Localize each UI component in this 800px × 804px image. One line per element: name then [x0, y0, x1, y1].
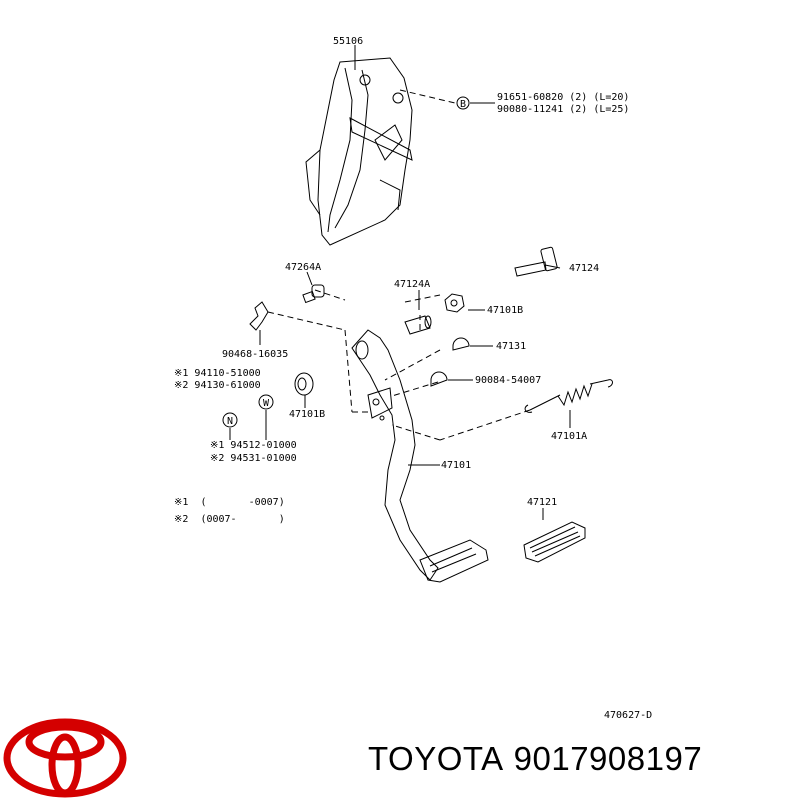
- bolt-47264a-drawing: [302, 284, 325, 304]
- leader-lines: [229, 45, 571, 520]
- label-47131: 47131: [496, 341, 526, 352]
- label-94512-01000: ※1 94512-01000: [210, 440, 297, 451]
- label-55106: 55106: [333, 36, 363, 47]
- toyota-logo: [3, 718, 127, 798]
- note-2-range: ※2 (0007- ): [174, 514, 285, 525]
- label-47124a: 47124A: [394, 279, 430, 290]
- circle-mark-w: W: [263, 398, 270, 409]
- pin-47124a-drawing: [404, 315, 432, 335]
- pedal-pad-47121-drawing: [523, 521, 586, 563]
- label-94130-61000: ※2 94130-61000: [174, 380, 261, 391]
- part-number: 9017908197: [513, 740, 703, 777]
- label-47121: 47121: [527, 497, 557, 508]
- label-47124: 47124: [569, 263, 599, 274]
- note-1-range: ※1 ( -0007): [174, 497, 285, 508]
- return-spring-47101a-drawing: [524, 379, 613, 413]
- bushing-47101b-top-drawing: [444, 293, 465, 313]
- label-47101: 47101: [441, 460, 471, 471]
- pedal-bracket-drawing: [305, 57, 413, 246]
- label-47101b-top: 47101B: [487, 305, 523, 316]
- circle-mark-n: N: [227, 416, 233, 427]
- cushion-90084-drawing: [430, 371, 448, 387]
- label-47101b-bottom: 47101B: [289, 409, 325, 420]
- diagram-code: 470627-D: [604, 710, 652, 721]
- label-47264a: 47264A: [285, 262, 321, 273]
- bolt-47124-drawing: [514, 246, 558, 277]
- label-91651-60820: 91651-60820 (2) (L=20): [497, 92, 629, 103]
- clip-90468-drawing: [249, 301, 269, 331]
- label-90084-54007: 90084-54007: [475, 375, 541, 386]
- brake-pedal-arm-drawing: [351, 329, 489, 583]
- bushing-47101b-bottom-drawing: [294, 372, 314, 396]
- label-90468-16035: 90468-16035: [222, 349, 288, 360]
- circle-mark-b: B: [460, 99, 466, 110]
- label-94110-51000: ※1 94110-51000: [174, 368, 261, 379]
- label-47101a: 47101A: [551, 431, 587, 442]
- stopper-47131-drawing: [452, 337, 470, 351]
- label-90080-11241: 90080-11241 (2) (L=25): [497, 104, 629, 115]
- brand-name: TOYOTA: [368, 740, 504, 777]
- label-94531-01000: ※2 94531-01000: [210, 453, 297, 464]
